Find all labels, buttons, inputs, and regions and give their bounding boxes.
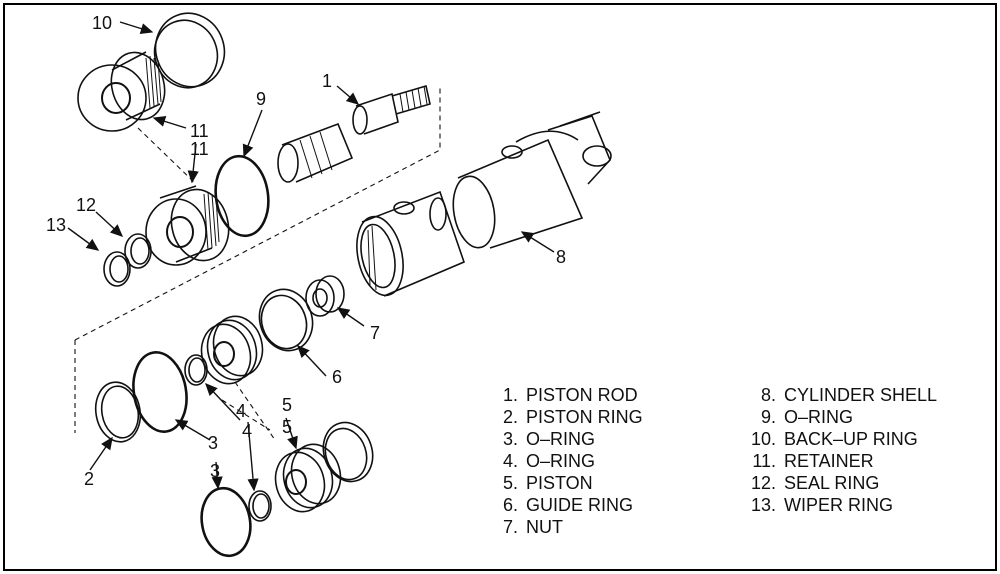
- callout-4-upper: 4: [236, 401, 247, 421]
- piston-rod: [277, 84, 431, 183]
- callout-3-lower: 3: [210, 461, 221, 481]
- callout-9: 9: [256, 89, 267, 109]
- callout-1: 1: [322, 71, 333, 91]
- guide-ring: [258, 288, 314, 352]
- callout-10: 10: [92, 13, 113, 33]
- legend-item: 5.PISTON: [502, 473, 593, 493]
- callout-13: 13: [46, 215, 67, 235]
- legend-item: 1.PISTON ROD: [502, 385, 638, 405]
- legend-item: 8.CYLINDER SHELL: [760, 385, 938, 405]
- callout-2: 2: [84, 469, 95, 489]
- legend-item: 3.O–RING: [502, 429, 596, 449]
- assembly-guide-lines: [74, 88, 441, 441]
- retainer-top: [77, 51, 166, 132]
- wiper-ring: [103, 251, 131, 287]
- callout-leaders: [67, 21, 555, 492]
- piston-upper: [200, 315, 264, 385]
- retainer-middle: [145, 185, 230, 266]
- callout-6: 6: [332, 367, 343, 387]
- parts-legend-left: 1.PISTON ROD 2.PISTON RING 3.O–RING 4.O–…: [490, 384, 643, 538]
- callout-4-lower: 4: [242, 421, 253, 441]
- callout-12: 12: [76, 195, 97, 215]
- legend-item: 10.BACK–UP RING: [750, 429, 918, 449]
- diagram-frame: [3, 3, 997, 571]
- legend-item: 12.SEAL RING: [750, 473, 880, 493]
- callout-5-upper: 5: [282, 395, 293, 415]
- o-ring-4-upper: [184, 354, 208, 386]
- cylinder-end: [356, 190, 465, 297]
- legend-item: 9.O–RING: [760, 407, 854, 427]
- legend-item: 11.RETAINER: [752, 451, 874, 471]
- callout-7: 7: [370, 323, 381, 343]
- nut: [305, 275, 345, 317]
- piston-ring: [94, 381, 142, 443]
- o-ring-9: [214, 154, 270, 238]
- legend-item: 6.GUIDE RING: [502, 495, 634, 515]
- guide-ring-lower: [322, 421, 374, 483]
- callout-11-upper: 11: [190, 121, 209, 141]
- callout-8: 8: [556, 247, 567, 267]
- o-ring-3-lower: [200, 486, 252, 558]
- callout-5-lower: 5: [282, 417, 293, 437]
- back-up-ring-top: [153, 12, 226, 89]
- legend-item: 13.WIPER RING: [750, 495, 894, 515]
- piston-lower: [274, 443, 342, 513]
- callout-11-lower: 11: [190, 139, 209, 159]
- callout-3-upper: 3: [208, 433, 219, 453]
- cylinder-shell: [452, 111, 612, 249]
- o-ring-4-lower: [248, 490, 272, 522]
- seal-ring: [124, 233, 152, 269]
- legend-item: 2.PISTON RING: [502, 407, 643, 427]
- legend-item: 4.O–RING: [502, 451, 596, 471]
- parts-legend-right: 8.CYLINDER SHELL 9.O–RING 10.BACK–UP RIN…: [748, 384, 937, 516]
- o-ring-3-upper: [132, 351, 188, 433]
- legend-item: 7.NUT: [502, 517, 563, 537]
